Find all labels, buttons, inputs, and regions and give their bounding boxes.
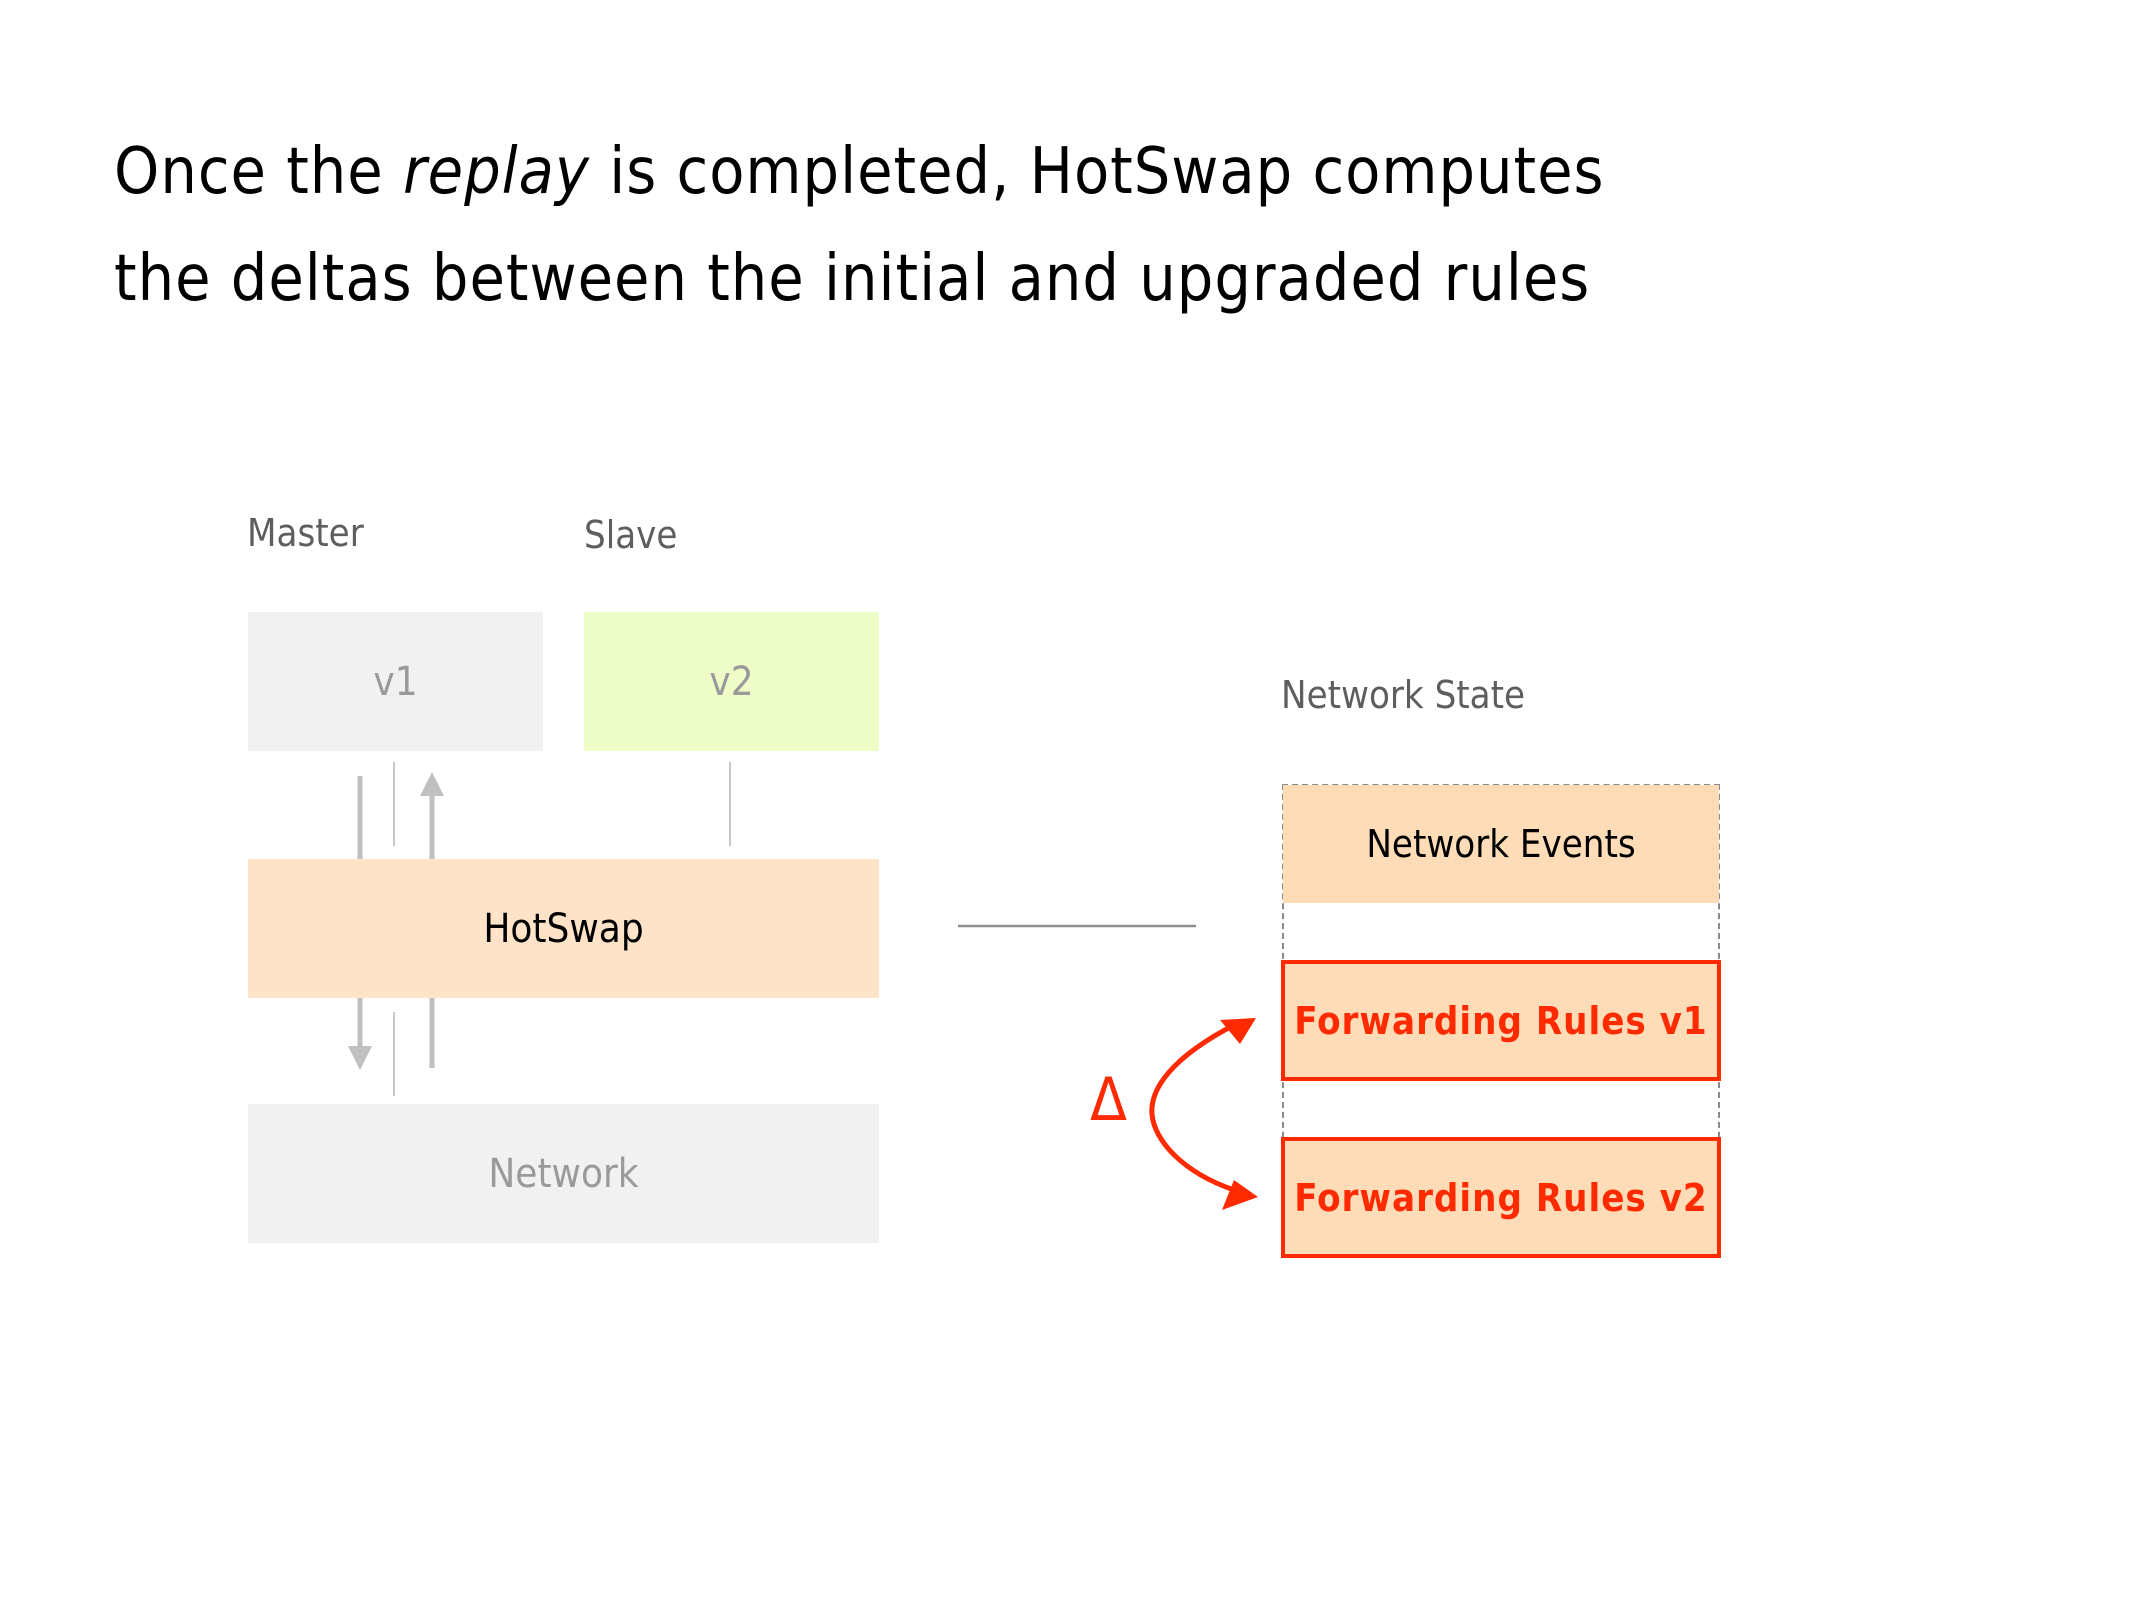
delta-arrow-head-top-icon — [1220, 1018, 1256, 1044]
hotswap-box: HotSwap — [248, 859, 879, 998]
forwarding-rules-v2-label: Forwarding Rules v2 — [1294, 1175, 1708, 1220]
hotswap-label: HotSwap — [483, 905, 644, 952]
slide-title-line-1: Once the replay is completed, HotSwap co… — [114, 140, 1605, 204]
forwarding-rules-v2-box: Forwarding Rules v2 — [1281, 1137, 1721, 1258]
title-text-before: Once the — [114, 135, 403, 209]
up-arrow-head-icon — [420, 772, 444, 796]
delta-arrow-head-bottom-icon — [1222, 1180, 1258, 1210]
delta-symbol: Δ — [1090, 1065, 1127, 1135]
network-state-label: Network State — [1281, 673, 1526, 717]
title-text-after: is completed, HotSwap computes — [589, 135, 1605, 209]
forwarding-rules-v1-label: Forwarding Rules v1 — [1294, 998, 1708, 1043]
slave-label: Slave — [584, 513, 678, 557]
v2-label: v2 — [709, 658, 754, 705]
v1-label: v1 — [373, 658, 418, 705]
master-v1-box: v1 — [248, 612, 543, 751]
master-label: Master — [247, 511, 364, 555]
forwarding-rules-v1-box: Forwarding Rules v1 — [1281, 960, 1721, 1081]
slave-v2-box: v2 — [584, 612, 879, 751]
title-emphasis-replay: replay — [402, 135, 590, 209]
down-arrow-head-icon — [348, 1046, 372, 1070]
network-label: Network — [488, 1150, 639, 1197]
delta-curved-arrow — [1149, 1021, 1238, 1193]
network-events-box: Network Events — [1283, 785, 1719, 903]
network-events-label: Network Events — [1366, 822, 1636, 866]
slide-title-line-2: the deltas between the initial and upgra… — [114, 242, 1591, 316]
network-box: Network — [248, 1104, 879, 1243]
